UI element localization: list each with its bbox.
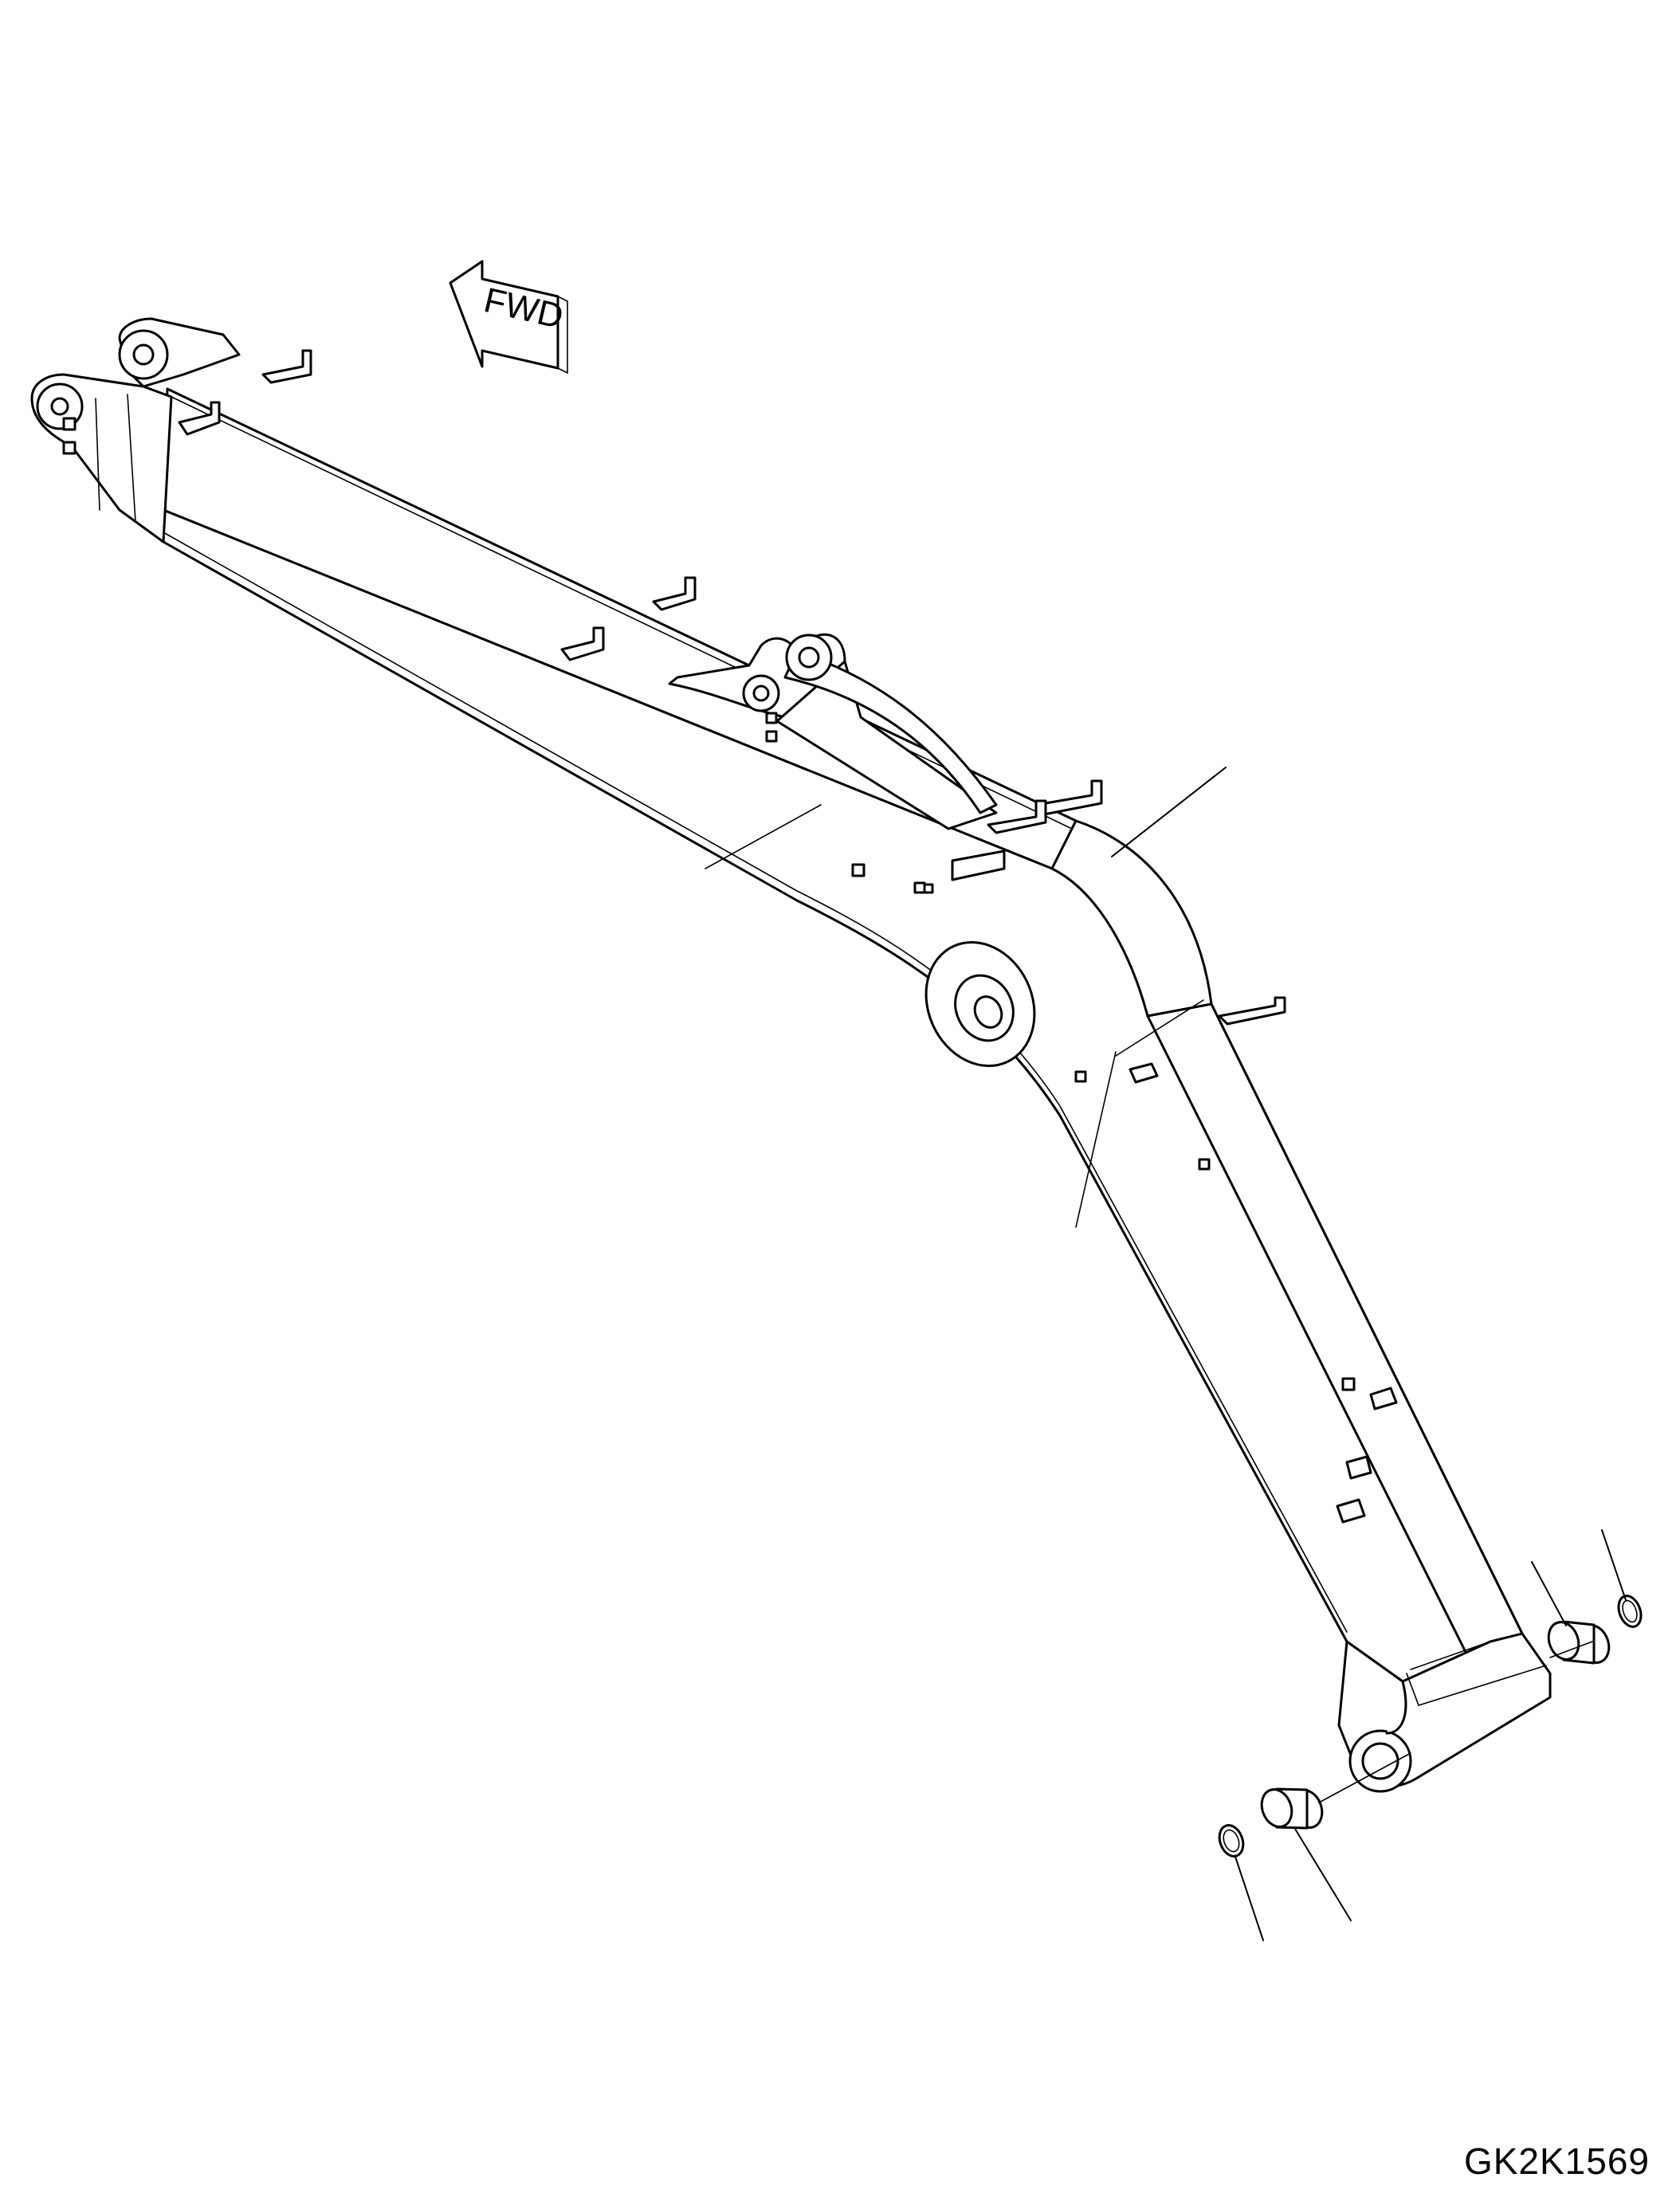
ring-left — [1218, 1824, 1245, 1858]
boom-head — [30, 317, 241, 543]
drawing-id-label: GK2K1569 — [1463, 2140, 1650, 2182]
foot-pin-bushings — [1218, 1595, 1643, 1858]
fwd-arrow-icon: FWD — [449, 260, 568, 375]
boom-body — [162, 387, 1524, 1683]
ring-right — [1617, 1595, 1643, 1628]
bushing-left — [1260, 1787, 1324, 1830]
arm-cylinder-bracket — [668, 633, 998, 830]
leader-lines — [1111, 767, 1627, 1941]
bushing-right — [1547, 1620, 1611, 1665]
deck-brackets — [178, 349, 1286, 1026]
boom-foot — [1337, 1632, 1552, 1793]
boom-cylinder-boss — [924, 940, 1036, 1068]
